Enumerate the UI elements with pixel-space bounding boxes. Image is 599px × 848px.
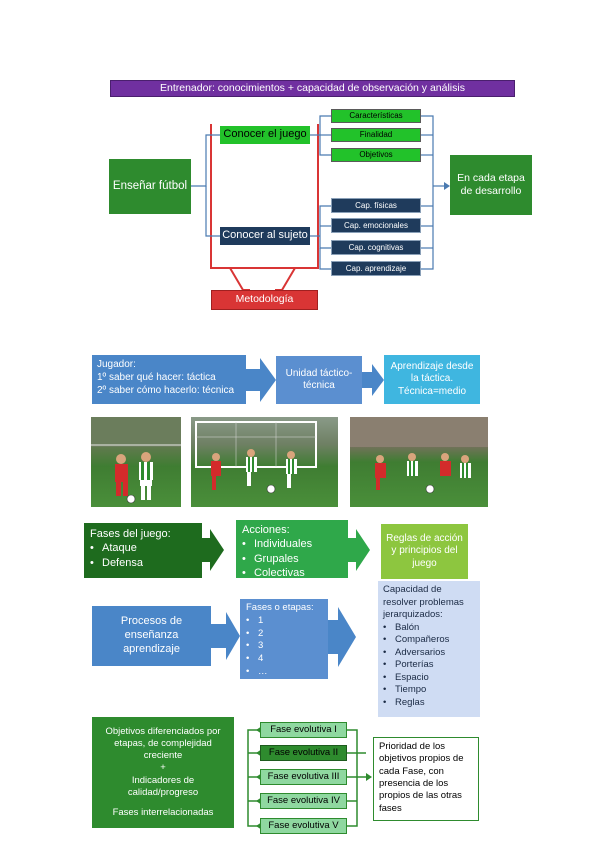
player-box: Jugador: 1º saber qué hacer: táctica 2º … xyxy=(92,355,246,404)
evolutive-phase-label: Fase evolutiva IV xyxy=(267,795,340,807)
action-rules-box: Reglas de acción y principios del juego xyxy=(381,524,468,579)
player-line-technique: 2º saber cómo hacerlo: técnica xyxy=(97,385,235,396)
objectives-line2: Indicadores de calidad/progreso xyxy=(127,774,199,798)
problem-solving-title: Capacidad de resolver problemas jerarqui… xyxy=(383,584,464,621)
problem-item: Balón xyxy=(383,622,475,635)
stage-item: 1 xyxy=(246,615,322,628)
game-phases-box: Fases del juego: Ataque Defensa xyxy=(84,523,202,578)
trainer-title-banner: Entrenador: conocimientos + capacidad de… xyxy=(110,80,515,97)
methodology-text: Metodología xyxy=(235,293,294,306)
football-photo-2 xyxy=(191,417,338,507)
game-phase-item: Ataque xyxy=(90,541,196,555)
evolutive-phase-1: Fase evolutiva I xyxy=(260,722,347,738)
player-illustration-3 xyxy=(350,417,488,494)
subject-item-label: Cap. emocionales xyxy=(343,220,409,230)
stages-title: Fases o etapas: xyxy=(246,602,314,613)
methodology-box: Metodología xyxy=(211,290,318,310)
actions-box: Acciones: Individuales Grupales Colectiv… xyxy=(236,520,348,580)
stage-item: 3 xyxy=(246,640,322,653)
evolutive-phase-label: Fase evolutiva I xyxy=(270,724,337,736)
actions-title: Acciones: xyxy=(242,524,290,536)
stage-item: 2 xyxy=(246,628,322,641)
subject-item-label: Cap. cognitivas xyxy=(348,242,404,252)
stage-item: … xyxy=(246,666,322,679)
teach-football-text: Enseñar fútbol xyxy=(112,180,188,193)
teach-football-box: Enseñar fútbol xyxy=(109,159,191,214)
phase-priority-box: Prioridad de los objetivos propios de ca… xyxy=(373,737,479,821)
game-phase-item: Defensa xyxy=(90,556,196,570)
problem-item: Tiempo xyxy=(383,684,475,697)
subject-item-physical: Cap. físicas xyxy=(331,198,421,213)
tactic-technique-unit-box: Unidad táctico-técnica xyxy=(276,356,362,404)
evolutive-phase-label: Fase evolutiva III xyxy=(267,771,340,783)
game-phases-title: Fases del juego: xyxy=(90,528,171,540)
know-subject-text: Conocer al sujeto xyxy=(222,229,308,242)
know-subject-box: Conocer al sujeto xyxy=(220,227,310,245)
game-item-objectives: Objetivos xyxy=(331,148,421,162)
evolutive-phase-label: Fase evolutiva II xyxy=(268,747,339,759)
subject-item-learning: Cap. aprendizaje xyxy=(331,261,421,276)
stages-box: Fases o etapas: 1 2 3 4 … xyxy=(240,599,328,679)
phase-priority-text: Prioridad de los objetivos propios de ca… xyxy=(379,741,464,814)
evolutive-phase-2: Fase evolutiva II xyxy=(260,745,347,761)
game-item-label: Características xyxy=(349,111,403,120)
problem-item: Compañeros xyxy=(383,634,475,647)
player-illustration-2 xyxy=(195,421,317,494)
stage-item: 4 xyxy=(246,653,322,666)
problem-item: Reglas xyxy=(383,697,475,710)
evolutive-phase-3: Fase evolutiva III xyxy=(260,769,347,785)
subject-item-label: Cap. aprendizaje xyxy=(345,263,407,273)
action-item: Individuales xyxy=(242,537,342,551)
teaching-process-box: Procesos de enseñanza aprendizaje xyxy=(92,606,211,666)
problem-item: Adversarios xyxy=(383,647,475,660)
action-rules-text: Reglas de acción y principios del juego xyxy=(386,532,463,569)
evolutive-phase-5: Fase evolutiva V xyxy=(260,818,347,834)
development-stage-text: En cada etapa de desarrollo xyxy=(457,171,525,197)
player-line-tactics: 1º saber qué hacer: táctica xyxy=(97,372,216,383)
game-item-label: Finalidad xyxy=(359,130,393,139)
tactic-technique-unit-text: Unidad táctico-técnica xyxy=(285,367,353,392)
game-item-label: Objetivos xyxy=(359,150,393,159)
trainer-title-text: Entrenador: conocimientos + capacidad de… xyxy=(160,81,465,94)
game-item-purpose: Finalidad xyxy=(331,128,421,142)
action-item: Colectivas xyxy=(242,566,342,580)
development-stage-box: En cada etapa de desarrollo xyxy=(450,155,532,215)
objectives-line3: Fases interrelacionadas xyxy=(112,806,214,818)
actions-list: Individuales Grupales Colectivas xyxy=(242,537,342,580)
problem-item: Porterías xyxy=(383,659,475,672)
subject-item-emotional: Cap. emocionales xyxy=(331,218,421,233)
stages-list: 1 2 3 4 … xyxy=(246,615,322,679)
learning-box: Aprendizaje desde la táctica. Técnica=me… xyxy=(384,355,480,404)
game-item-characteristics: Características xyxy=(331,109,421,123)
objectives-box: Objetivos diferenciados por etapas, de c… xyxy=(92,717,234,828)
player-title: Jugador: xyxy=(97,359,136,370)
learning-text: Aprendizaje desde la táctica. Técnica=me… xyxy=(390,360,474,397)
problem-item: Espacio xyxy=(383,672,475,685)
subject-item-cognitive: Cap. cognitivas xyxy=(331,240,421,255)
evolutive-phase-label: Fase evolutiva V xyxy=(268,820,339,832)
evolutive-phase-4: Fase evolutiva IV xyxy=(260,793,347,809)
know-game-text: Conocer el juego xyxy=(223,128,307,141)
player-illustration-1 xyxy=(91,417,181,504)
objectives-plus: + xyxy=(160,762,166,774)
action-item: Grupales xyxy=(242,552,342,566)
teaching-process-text: Procesos de enseñanza aprendizaje xyxy=(120,615,183,655)
objectives-line1: Objetivos diferenciados por etapas, de c… xyxy=(105,725,221,762)
know-game-box: Conocer el juego xyxy=(220,126,310,144)
football-photo-3 xyxy=(350,417,488,507)
problem-solving-list: Balón Compañeros Adversarios Porterías E… xyxy=(383,622,475,710)
football-photo-1 xyxy=(91,417,181,507)
game-phases-list: Ataque Defensa xyxy=(90,541,196,570)
subject-item-label: Cap. físicas xyxy=(355,200,397,210)
problem-solving-box: Capacidad de resolver problemas jerarqui… xyxy=(378,581,480,717)
